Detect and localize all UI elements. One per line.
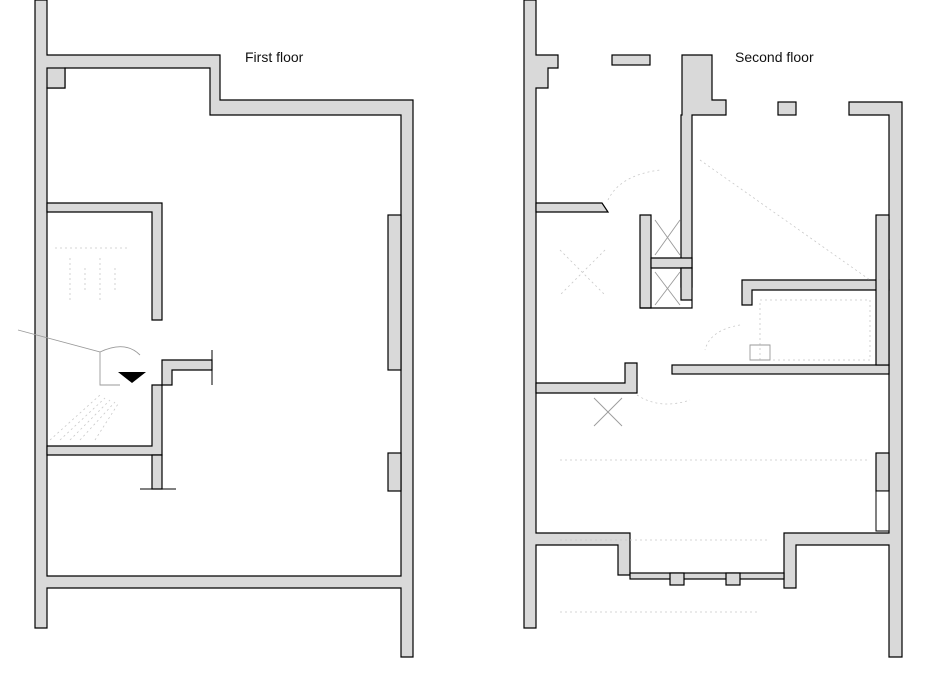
first-floor-partition bbox=[151, 454, 163, 490]
second-floor-outer-wall-right bbox=[783, 101, 903, 658]
second-floor-bathroom-wall bbox=[741, 279, 890, 306]
second-floor-shaft-bottom bbox=[640, 267, 693, 309]
first-floor-stair-wall-top bbox=[46, 202, 163, 321]
second-floor-chimney-2 bbox=[680, 54, 727, 288]
second-floor-shaft-divider bbox=[650, 257, 693, 269]
second-floor-radiator bbox=[875, 490, 890, 532]
first-floor-room-floor bbox=[46, 67, 402, 577]
second-floor-chimney-1 bbox=[611, 54, 651, 66]
first-floor-label: First floor bbox=[245, 49, 304, 65]
second-floor-chimney-3 bbox=[777, 101, 797, 116]
second-floor-left-room-wall bbox=[535, 202, 610, 213]
stair-direction-arrow-icon bbox=[118, 372, 146, 383]
first-floor-window-bay-lower bbox=[387, 452, 402, 492]
second-floor-bay-window bbox=[560, 572, 785, 613]
first-floor-window-bay-upper bbox=[387, 214, 402, 371]
second-floor-shaft bbox=[639, 214, 652, 309]
second-floor-hall-wall-right bbox=[671, 364, 890, 375]
first-floor-plan: First floor bbox=[17, 0, 414, 658]
second-floor-plan: Second floor bbox=[523, 0, 903, 658]
second-floor-window-bay bbox=[875, 452, 890, 492]
second-floor-hall-wall bbox=[535, 362, 638, 394]
first-floor-notch bbox=[46, 67, 66, 89]
second-floor-bathroom-wall-right bbox=[875, 214, 890, 366]
second-floor-label: Second floor bbox=[735, 49, 814, 65]
second-floor-outer-wall bbox=[523, 0, 631, 629]
first-floor-stairs bbox=[17, 247, 146, 441]
